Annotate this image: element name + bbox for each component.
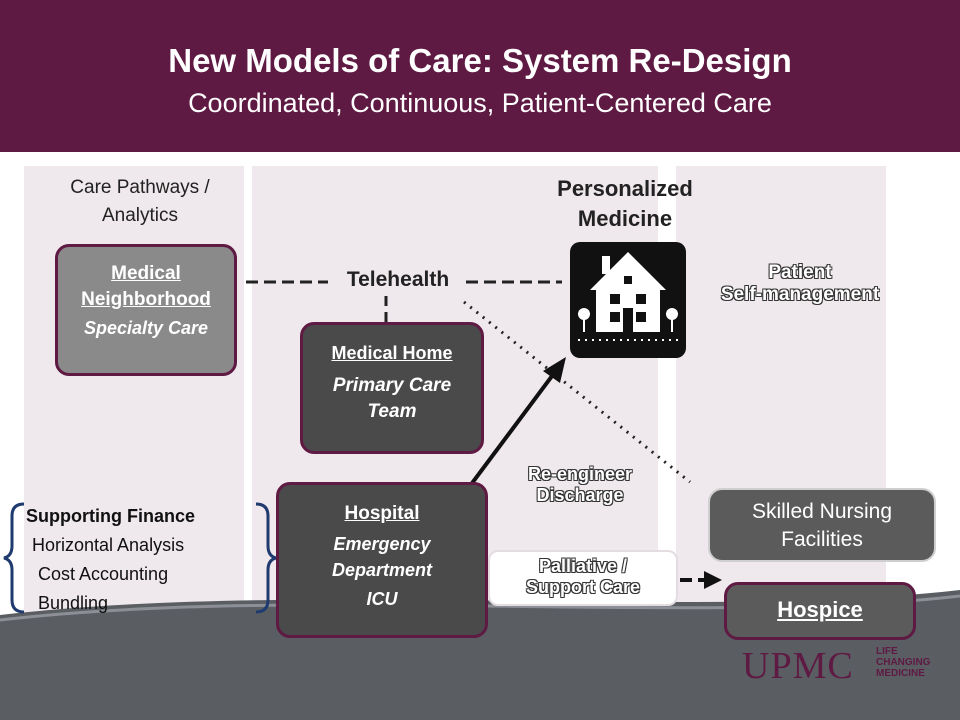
logo-wordmark: UPMC xyxy=(742,645,854,687)
telehealth-label: Telehealth xyxy=(346,268,450,291)
hospital-line1: Emergency xyxy=(333,534,431,554)
hospital-line2: Department xyxy=(331,560,433,580)
brace-left xyxy=(3,502,25,614)
finance-item: Horizontal Analysis xyxy=(32,535,185,555)
page-title: New Models of Care: System Re-Design xyxy=(168,42,792,79)
page-subtitle: Coordinated, Continuous, Patient-Centere… xyxy=(188,88,772,118)
patient-self-management-label: Patient Self-management xyxy=(700,262,900,306)
care-pathways-label: Care Pathways / Analytics xyxy=(40,174,240,230)
skilled-nursing-line1: Skilled Nursing xyxy=(751,500,893,523)
discharge-arrow-head xyxy=(543,357,566,383)
skilled-nursing-line2: Facilities xyxy=(781,528,863,551)
finance-heading: Supporting Finance xyxy=(26,506,195,526)
house-drawing xyxy=(578,252,678,341)
patient-self-line2: Self-management xyxy=(720,284,880,305)
medical-neighborhood-title1: Medical xyxy=(111,263,181,284)
reengineer-line2: Discharge xyxy=(536,485,624,505)
medical-neighborhood-title2: Neighborhood xyxy=(81,289,211,310)
care-pathways-line1: Care Pathways / xyxy=(70,177,210,198)
logo-tag3: MEDICINE xyxy=(876,668,925,679)
header-banner xyxy=(0,0,960,152)
hospital-box: Hospital Emergency Department ICU xyxy=(276,482,488,638)
care-pathways-line2: Analytics xyxy=(101,205,179,226)
logo-tagline: LIFE CHANGING MEDICINE xyxy=(876,646,930,679)
supporting-finance-block: Supporting Finance Horizontal Analysis C… xyxy=(26,502,195,618)
personalized-line2: Medicine xyxy=(577,206,673,231)
medical-neighborhood-subtitle: Specialty Care xyxy=(83,318,209,338)
logo-tag1: LIFE xyxy=(876,646,898,657)
dotted-diagonal xyxy=(463,300,691,484)
reengineer-line1: Re-engineer xyxy=(527,464,633,484)
skilled-nursing-box: Skilled Nursing Facilities xyxy=(708,488,936,562)
medical-home-title: Medical Home xyxy=(331,343,453,363)
personalized-line1: Personalized xyxy=(557,176,693,201)
upmc-logo: UPMC LIFE CHANGING MEDICINE xyxy=(742,644,942,687)
hospital-line3: ICU xyxy=(366,589,398,609)
finance-item: Bundling xyxy=(38,593,109,613)
hospice-box: Hospice xyxy=(724,582,916,640)
patient-self-line1: Patient xyxy=(768,262,832,283)
palliative-line1: Palliative / xyxy=(538,556,628,576)
palliative-line2: Support Care xyxy=(525,577,640,597)
palliative-support-label: Palliative / Support Care xyxy=(488,550,678,606)
medical-home-subtitle2: Team xyxy=(367,401,417,422)
house-icon xyxy=(570,242,686,358)
hospital-title: Hospital xyxy=(344,503,420,524)
reengineer-discharge-label: Re-engineer Discharge xyxy=(500,464,660,506)
medical-home-subtitle1: Primary Care xyxy=(332,375,452,396)
hospice-label: Hospice xyxy=(777,597,863,622)
medical-neighborhood-box: Medical Neighborhood Specialty Care xyxy=(55,244,237,376)
personalized-medicine-label: Personalized Medicine xyxy=(520,174,730,234)
medical-home-box: Medical Home Primary Care Team xyxy=(300,322,484,454)
logo-tag2: CHANGING xyxy=(876,657,931,668)
finance-item: Cost Accounting xyxy=(38,564,169,584)
brace-right xyxy=(255,502,277,614)
palliative-arrow-head xyxy=(704,571,722,589)
